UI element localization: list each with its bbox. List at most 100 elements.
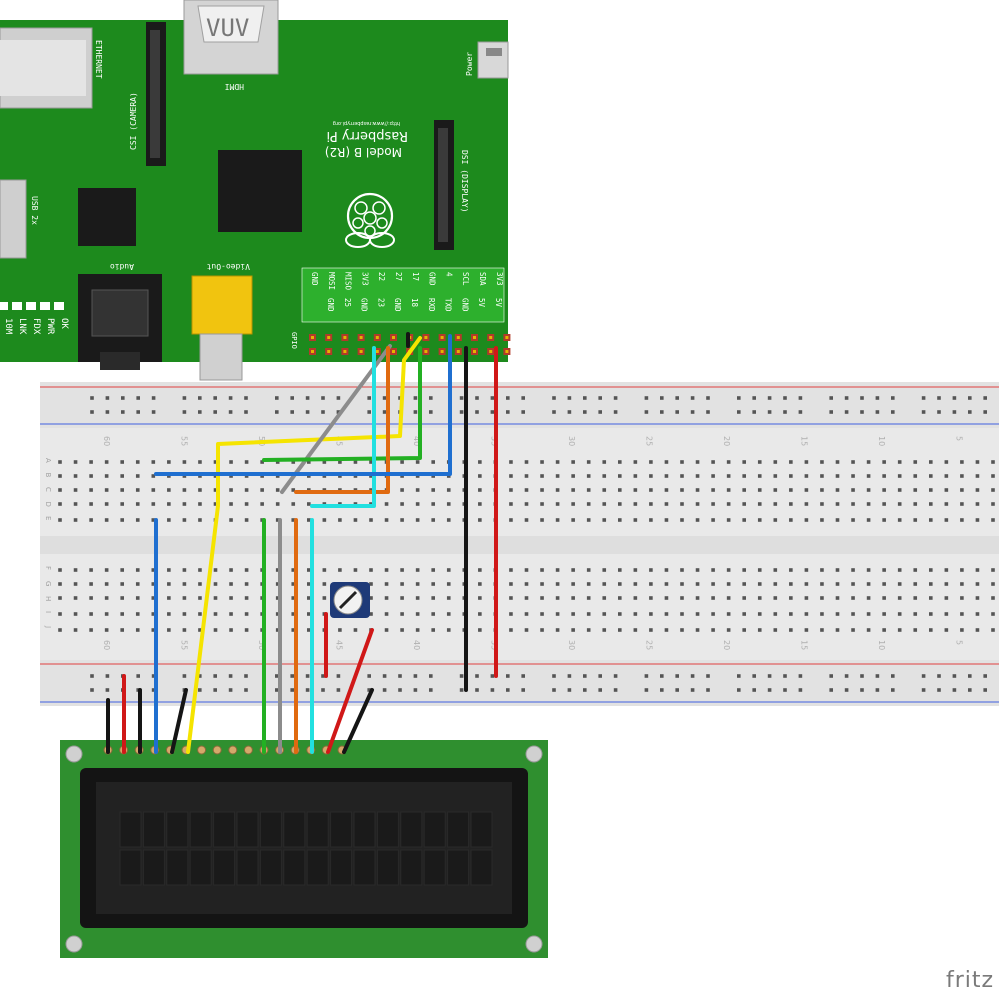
rail-hole <box>844 410 849 414</box>
rail-hole <box>752 410 756 414</box>
breadboard-hole <box>307 596 311 600</box>
breadboard-hole <box>104 460 109 464</box>
breadboard-hole <box>415 582 420 586</box>
lcd-cell <box>142 849 165 886</box>
svg-text:OK: OK <box>59 318 69 329</box>
breadboard-hole <box>929 474 933 478</box>
rail-hole <box>752 396 756 400</box>
breadboard-hole <box>135 488 140 492</box>
breadboard-hole <box>151 474 156 478</box>
rail-hole <box>952 674 957 678</box>
breadboard-hole <box>913 568 918 572</box>
breadboard-hole <box>757 612 762 616</box>
breadboard-hole <box>524 518 529 522</box>
breadboard-hole <box>882 582 886 586</box>
rail-hole <box>275 410 279 414</box>
breadboard-hole <box>680 568 684 572</box>
rail-hole <box>336 674 341 678</box>
breadboard-hole <box>182 502 187 506</box>
breadboard-hole <box>789 628 793 632</box>
rail-hole <box>136 396 140 400</box>
row-letter: H <box>44 596 52 601</box>
breadboard-hole <box>804 612 809 616</box>
gpio-pin-label: 27 <box>394 272 403 281</box>
breadboard-hole <box>151 568 156 572</box>
breadboard-hole <box>897 582 902 586</box>
lcd-cell <box>353 811 376 848</box>
breadboard-hole <box>711 502 715 506</box>
rail-hole <box>983 410 987 414</box>
rail-hole <box>121 410 125 414</box>
breadboard-hole <box>571 582 575 586</box>
wire <box>342 688 374 754</box>
breadboard-hole <box>991 460 995 464</box>
breadboard-hole <box>182 596 187 600</box>
gpio-pins <box>309 334 511 355</box>
rail-hole <box>475 396 479 400</box>
rail-hole <box>644 410 649 414</box>
breadboard-hole <box>213 488 218 492</box>
breadboard-hole <box>851 582 855 586</box>
breadboard-hole <box>307 502 311 506</box>
rail-hole <box>367 688 371 692</box>
breadboard-hole <box>446 488 451 492</box>
breadboard-hole <box>509 596 513 600</box>
breadboard-hole <box>120 596 124 600</box>
breadboard-hole <box>213 628 218 632</box>
breadboard-hole <box>478 502 482 506</box>
gpio-pin-label: 3V3 <box>495 272 504 286</box>
breadboard-hole <box>415 518 420 522</box>
breadboard-hole <box>446 596 451 600</box>
column-number: 55 <box>180 436 189 446</box>
breadboard-hole <box>182 488 187 492</box>
breadboard-hole <box>524 612 529 616</box>
breadboard-hole <box>820 518 824 522</box>
rail-hole <box>90 410 94 414</box>
breadboard-hole <box>835 518 840 522</box>
breadboard-hole <box>198 502 202 506</box>
rail-hole <box>290 410 294 414</box>
breadboard-hole <box>540 568 544 572</box>
hdmi-label: HDMI <box>225 82 244 91</box>
rail-hole <box>367 410 371 414</box>
rail-hole <box>968 674 972 678</box>
breadboard-hole <box>913 612 918 616</box>
rail-hole <box>244 396 248 400</box>
row-letter: I <box>44 611 52 613</box>
rail-hole <box>660 396 664 400</box>
breadboard-hole <box>540 628 544 632</box>
breadboard-hole <box>104 474 109 478</box>
rail-hole <box>321 674 325 678</box>
breadboard-hole <box>726 488 731 492</box>
breadboard-hole <box>975 568 980 572</box>
breadboard-hole <box>182 460 187 464</box>
rail-hole <box>675 688 679 692</box>
breadboard-hole <box>602 518 607 522</box>
breadboard-hole <box>229 518 233 522</box>
breadboard-hole <box>151 582 156 586</box>
breadboard-hole <box>695 596 700 600</box>
gpio-pin-label: 4 <box>444 272 453 277</box>
breadboard-hole <box>757 474 762 478</box>
breadboard-hole <box>135 582 140 586</box>
breadboard-hole <box>198 596 202 600</box>
breadboard-hole <box>602 502 607 506</box>
breadboard-hole <box>835 502 840 506</box>
breadboard-hole <box>431 582 435 586</box>
breadboard-hole <box>757 488 762 492</box>
rail-hole <box>875 688 880 692</box>
breadboard-hole <box>89 488 93 492</box>
breadboard-hole <box>633 460 638 464</box>
breadboard-hole <box>726 502 731 506</box>
breadboard-hole <box>135 460 140 464</box>
breadboard-hole <box>182 612 187 616</box>
breadboard-hole <box>120 460 124 464</box>
breadboard-hole <box>384 596 389 600</box>
breadboard-hole <box>789 518 793 522</box>
breadboard-hole <box>244 628 249 632</box>
usb-chip <box>78 188 136 246</box>
breadboard-hole <box>244 502 249 506</box>
column-number: 60 <box>102 436 111 446</box>
breadboard-hole <box>586 568 591 572</box>
breadboard-hole <box>680 612 684 616</box>
